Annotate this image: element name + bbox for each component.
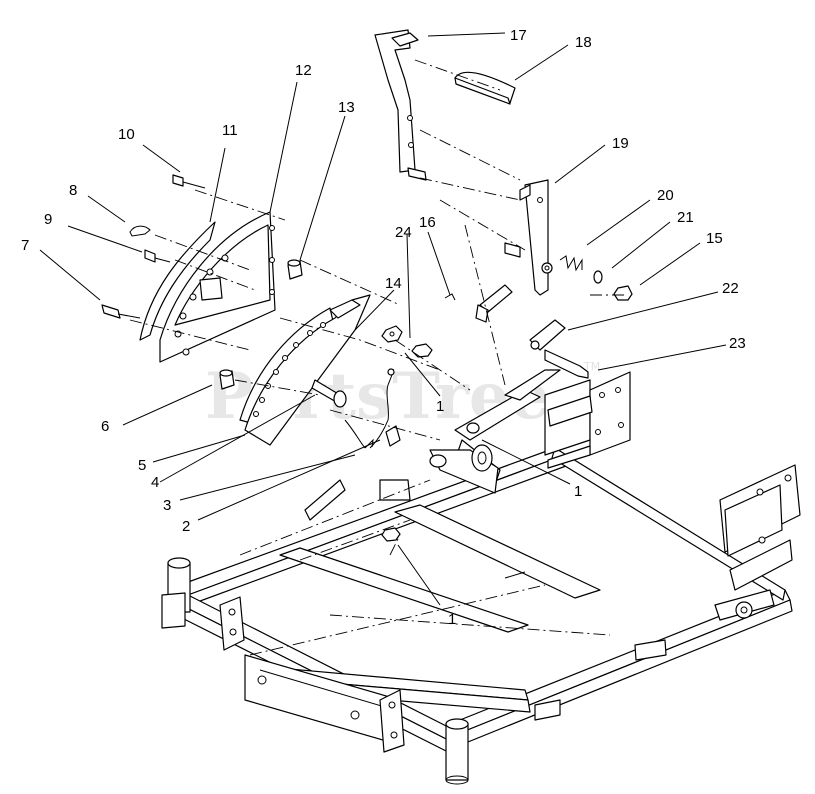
callout-23: 23 <box>729 335 746 352</box>
main-frame <box>161 447 801 785</box>
callout-12: 12 <box>295 62 312 79</box>
callout-6: 6 <box>101 418 109 435</box>
leader-lines <box>39 32 727 606</box>
callout-3: 3 <box>163 497 171 514</box>
callout-17: 17 <box>510 27 527 44</box>
watermark-trademark: TM <box>583 360 600 373</box>
callout-11: 11 <box>222 122 238 139</box>
handle-lever <box>374 29 633 379</box>
callout-15: 15 <box>706 230 723 247</box>
callout-21: 21 <box>677 209 694 226</box>
callout-1-right: 1 <box>574 483 582 500</box>
callout-1-upper: 1 <box>436 398 444 415</box>
callout-2: 2 <box>182 518 190 535</box>
callout-22: 22 <box>722 280 739 297</box>
callout-16: 16 <box>419 214 436 231</box>
callout-14: 14 <box>385 275 402 292</box>
sector-plates <box>101 174 433 542</box>
callout-4: 4 <box>151 474 159 491</box>
brake-arm-assembly <box>385 369 631 494</box>
callout-10: 10 <box>118 126 135 143</box>
callout-numbers: 17 18 19 20 21 15 22 23 10 11 12 13 8 9 … <box>21 27 746 628</box>
callout-5: 5 <box>138 457 146 474</box>
callout-19: 19 <box>612 135 629 152</box>
assembly-centerlines <box>129 59 625 656</box>
callout-18: 18 <box>575 34 592 51</box>
callout-1-lower: 1 <box>448 611 456 628</box>
callout-13: 13 <box>338 99 355 116</box>
callout-7: 7 <box>21 237 29 254</box>
callout-9: 9 <box>44 211 52 228</box>
callout-24: 24 <box>395 224 412 241</box>
callout-20: 20 <box>657 187 674 204</box>
callout-8: 8 <box>69 182 77 199</box>
